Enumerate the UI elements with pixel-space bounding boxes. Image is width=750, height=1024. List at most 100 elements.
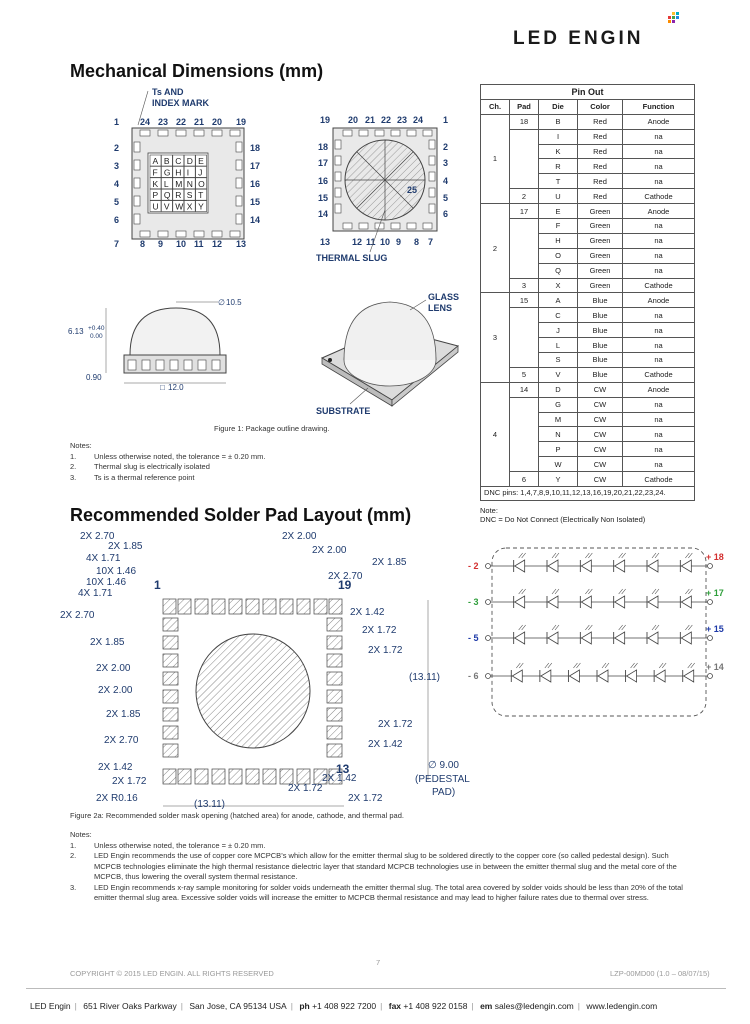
pinout-die: A: [538, 292, 578, 309]
pinout-die: N: [538, 426, 578, 443]
pinout-color: CW: [577, 396, 623, 413]
pinout-pad: 15: [509, 292, 539, 309]
pinout-die: I: [538, 128, 578, 145]
dim-13-11-vertical: (13.11): [409, 672, 440, 683]
solder-dim-left: 2X 2.00: [98, 685, 133, 696]
solder-dim-left: 4X 1.71: [86, 553, 121, 564]
die-letter: L: [164, 179, 169, 189]
pinout-color: Green: [577, 203, 623, 220]
footer-website[interactable]: www.ledengin.com: [586, 1001, 658, 1011]
pinout-color: Red: [577, 113, 623, 130]
back-bottom-pin-num: 7: [428, 237, 433, 247]
solder-pad-1-label: 1: [154, 578, 161, 592]
led-diode-icon: [682, 669, 695, 683]
pinout-color: CW: [577, 441, 623, 458]
pinout-die: O: [538, 247, 578, 264]
die-cell: [183, 177, 196, 190]
pinout-color: CW: [577, 471, 623, 488]
led-diode-icon: [540, 669, 552, 683]
pinout-pad-empty: [509, 128, 539, 190]
led-diode-icon: [511, 669, 523, 683]
die-letter: X: [187, 202, 193, 212]
dim-13-11-horizontal: (13.11): [194, 799, 225, 810]
solder-dim-right: 2X 1.72: [378, 719, 413, 730]
pinout-color: Red: [577, 188, 623, 205]
front-left-pin-num: 3: [114, 161, 119, 171]
die-letter: E: [198, 156, 204, 166]
front-bottom-pin-num: 10: [176, 239, 186, 249]
back-top-pin-num: 23: [397, 115, 407, 125]
pinout-color: Blue: [577, 322, 623, 339]
footer-phone: +1 408 922 7200: [312, 1001, 377, 1011]
solder-dim-left: 2X 2.70: [60, 610, 95, 621]
back-top-pin-num: 21: [365, 115, 375, 125]
footer-ph-label: ph: [299, 1001, 310, 1011]
col-header-ch: Ch.: [480, 98, 510, 115]
solder-dim-left: 10X 1.46: [96, 566, 136, 577]
die-cell: [149, 166, 162, 178]
led-diode-icon: [647, 595, 659, 609]
schematic-cathode-label: - 3: [468, 597, 479, 607]
die-letter: H: [175, 167, 181, 177]
die-cell: [183, 188, 196, 201]
solder-dim-left: 2X 1.42: [98, 762, 133, 773]
die-cell: [183, 166, 196, 178]
solder-dim-right: 2X 1.72: [348, 793, 383, 804]
document-id: LZP-00MD00 (1.0 – 08/07/15): [610, 969, 710, 978]
die-letter: R: [175, 190, 181, 200]
pinout-color: Blue: [577, 366, 623, 383]
back-bottom-pin-num: 10: [380, 237, 390, 247]
pinout-color: Blue: [577, 352, 623, 368]
mechanical-note-1: 1.Unless otherwise noted, the tolerance …: [70, 451, 266, 461]
pinout-color: Red: [577, 128, 623, 145]
solder-dim-right: 2X 1.72: [368, 645, 403, 656]
led-diode-icon: [613, 631, 626, 645]
die-letter: J: [198, 167, 202, 177]
pinout-die: X: [538, 277, 578, 294]
die-cell: [161, 177, 173, 190]
led-diode-icon: [513, 559, 526, 573]
front-bottom-pin-num: 11: [194, 239, 204, 249]
back-left-pin-num: 18: [318, 142, 328, 152]
pinout-ch: 4: [480, 381, 510, 488]
package-side-view-drawing: ∅ 10.5 6.13 +0.40 0.00 0.90 □ 12.0: [68, 298, 242, 392]
mechanical-title: Mechanical Dimensions (mm): [70, 61, 324, 81]
front-top-pin-num: 21: [194, 117, 204, 127]
solder-dim-right: 2X 2.00: [312, 545, 347, 556]
pinout-pad-empty: [509, 307, 539, 368]
pinout-function: na: [622, 426, 695, 443]
pinout-die: D: [538, 381, 578, 398]
die-cell: [172, 154, 185, 167]
led-diode-icon: [625, 669, 637, 683]
schematic-anode-label: + 15: [706, 624, 724, 634]
solder-dim-left: 4X 1.71: [78, 588, 113, 599]
pinout-die: P: [538, 441, 578, 458]
footer-city: San Jose, CA 95134 USA: [189, 1001, 287, 1011]
led-diode-icon: [647, 559, 659, 573]
footer-email[interactable]: sales@ledengin.com: [494, 1001, 574, 1011]
solder-dim-right: 2X 1.72: [288, 783, 323, 794]
die-cell: [172, 177, 185, 190]
die-letter: B: [164, 156, 170, 166]
pinout-color: Blue: [577, 292, 623, 309]
schematic-cathode-label: - 5: [468, 633, 479, 643]
ts-label-2: INDEX MARK: [152, 98, 210, 108]
led-diode-icon: [580, 595, 592, 609]
front-right-pin-num: 14: [250, 215, 260, 225]
dim-width: 12.0: [168, 383, 184, 392]
pinout-die: Q: [538, 262, 578, 279]
pinout-function: na: [622, 307, 695, 324]
front-bottom-pin-num: 12: [212, 239, 222, 249]
back-left-pin-num: 16: [318, 176, 328, 186]
back-top-pin-num: 22: [381, 115, 391, 125]
package-3d-drawing: GLASS LENS SUBSTRATE: [316, 292, 460, 416]
